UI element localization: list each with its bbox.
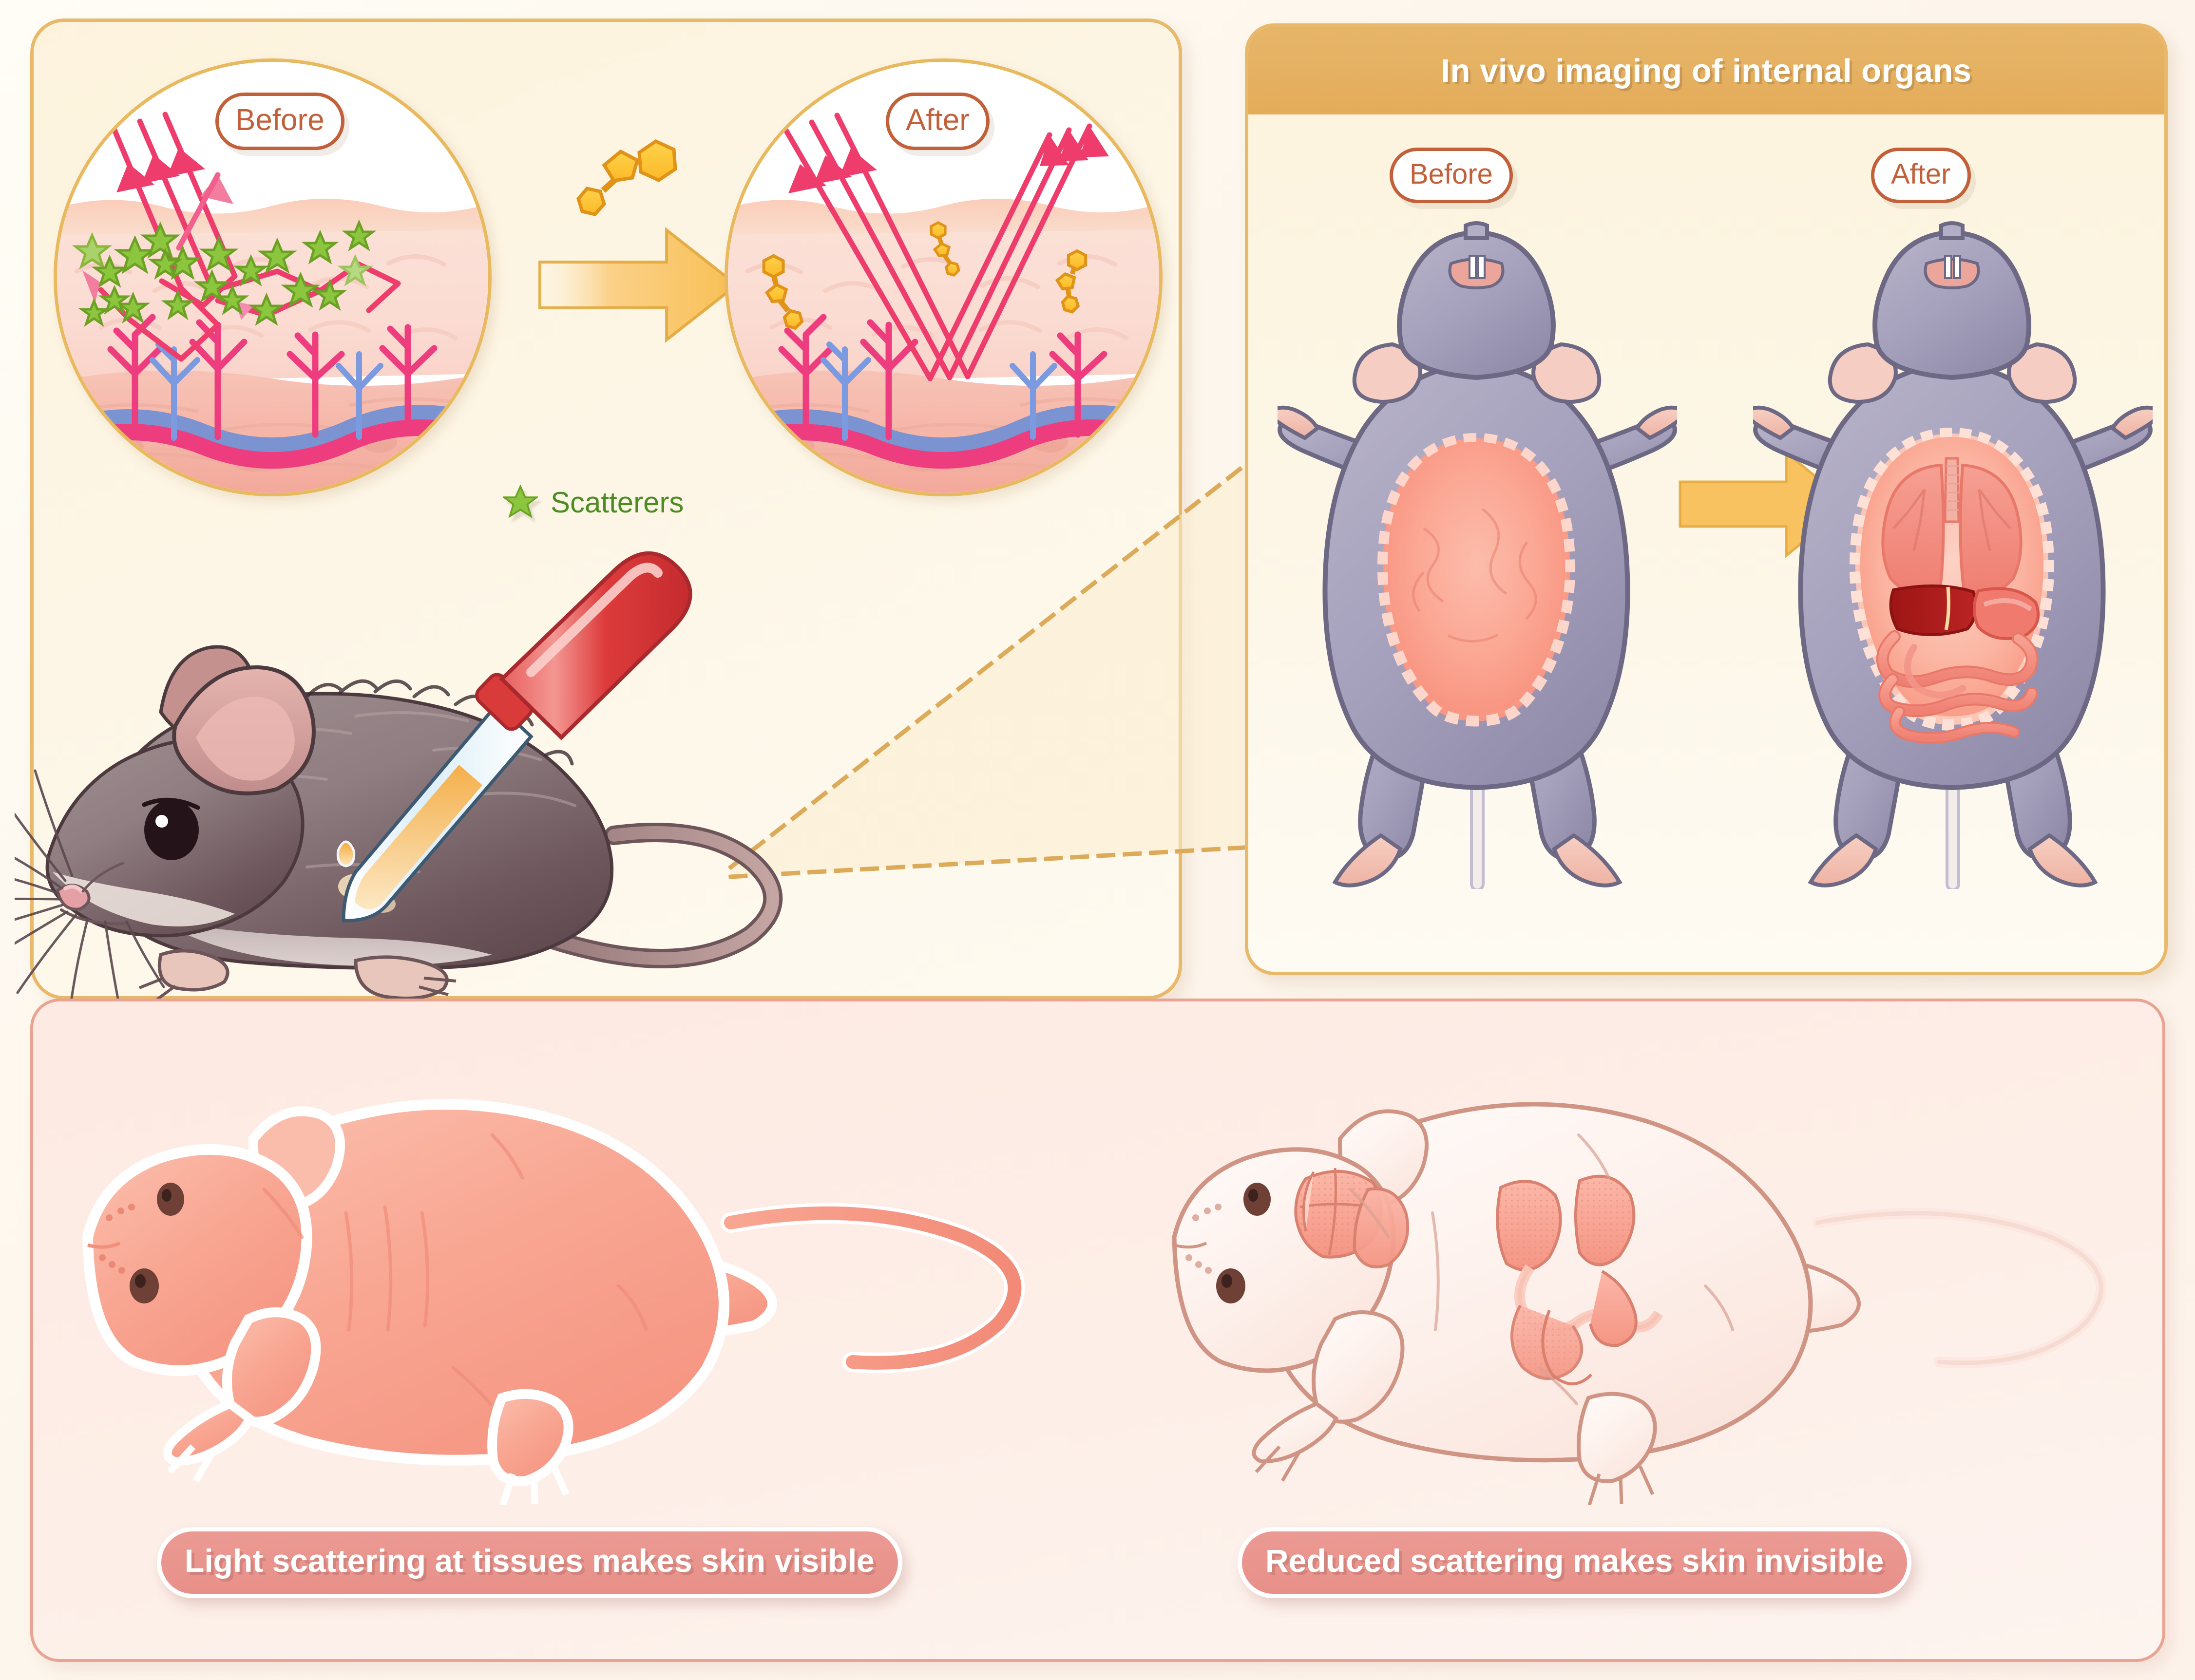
legend-scatterers: Scatterers [503,485,684,520]
nude-mouse-opaque [82,1098,1025,1505]
panel-in-vivo-imaging: In vivo imaging of internal organs Befor… [1245,23,2168,975]
dye-molecule-icon [576,139,677,216]
opaque-abdomen-patch [1377,433,1576,727]
badge-after-scattering: After [886,93,990,150]
organ-cluster [1496,1174,1663,1385]
in-vivo-body: Before After [1248,114,2164,968]
organ-lungs [1881,457,2023,595]
organ-liver [1889,584,1978,636]
transparent-abdomen-window [1850,427,2054,744]
brown-mouse-illustration [15,551,783,1003]
in-vivo-header: In vivo imaging of internal organs [1248,27,2164,114]
badge-after-invivo: After [1871,148,1971,203]
badge-before-scattering: Before [215,93,344,150]
mouse-dorsal-transparent [1753,221,2153,889]
scatterer-stars [72,219,377,327]
magnifier-leader-lines [727,462,1248,879]
dye-molecules-in-skin [762,221,1088,330]
legend-scatterers-label: Scatterers [551,486,684,519]
in-vivo-title: In vivo imaging of internal organs [1441,52,1972,89]
caption-left-visibility: Light scattering at tissues makes skin v… [157,1527,902,1598]
nude-mouse-transparent [1172,1102,2107,1505]
badge-before-invivo: Before [1390,148,1513,203]
caption-right-visibility: Reduced scattering makes skin invisible [1238,1527,1912,1598]
organ-intestines [1876,630,2039,744]
organ-stomach [1973,587,2040,641]
transition-arrow-icon [538,227,739,343]
green-star-icon [503,485,538,518]
mouse-dorsal-opaque [1278,221,1677,889]
